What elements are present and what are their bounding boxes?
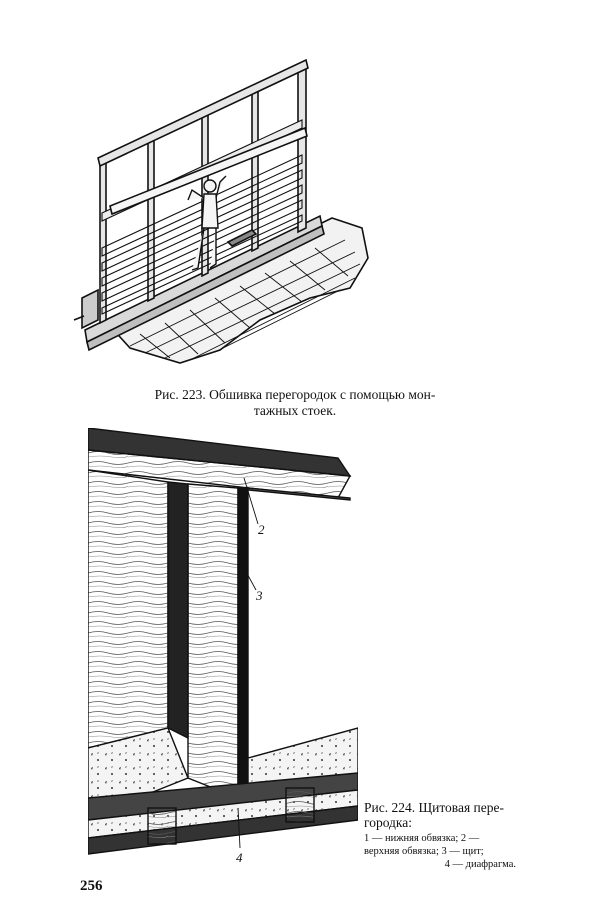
figure-223-caption: Рис. 223. Обшивка перегородок с помощью … [135, 387, 455, 419]
figure-224-caption: Рис. 224. Щитовая пере- городка: 1 — ниж… [364, 800, 516, 871]
figure-224-legend-line-2: верхняя обвязка; 3 — щит; [364, 846, 484, 857]
figure-224-title-line-2: городка: [364, 815, 413, 830]
callout-2: 2 [258, 522, 265, 537]
figure-223-illustration [73, 58, 369, 364]
figure-224-legend-line-3: 4 — диафрагма. [444, 859, 516, 870]
figure-223-caption-line-1: Рис. 223. Обшивка перегородок с помощью … [154, 387, 436, 402]
figure-224-legend-line-1: 1 — нижняя обвязка; 2 — [364, 833, 480, 844]
callout-3: 3 [255, 588, 263, 603]
figure-224-illustration: 2 3 4 [88, 428, 358, 865]
figure-224-title-line-1: Рис. 224. Щитовая пере- [364, 800, 505, 815]
figure-223-caption-line-2: тажных стоек. [253, 403, 337, 418]
callout-4: 4 [236, 850, 243, 865]
page-number: 256 [80, 878, 103, 894]
